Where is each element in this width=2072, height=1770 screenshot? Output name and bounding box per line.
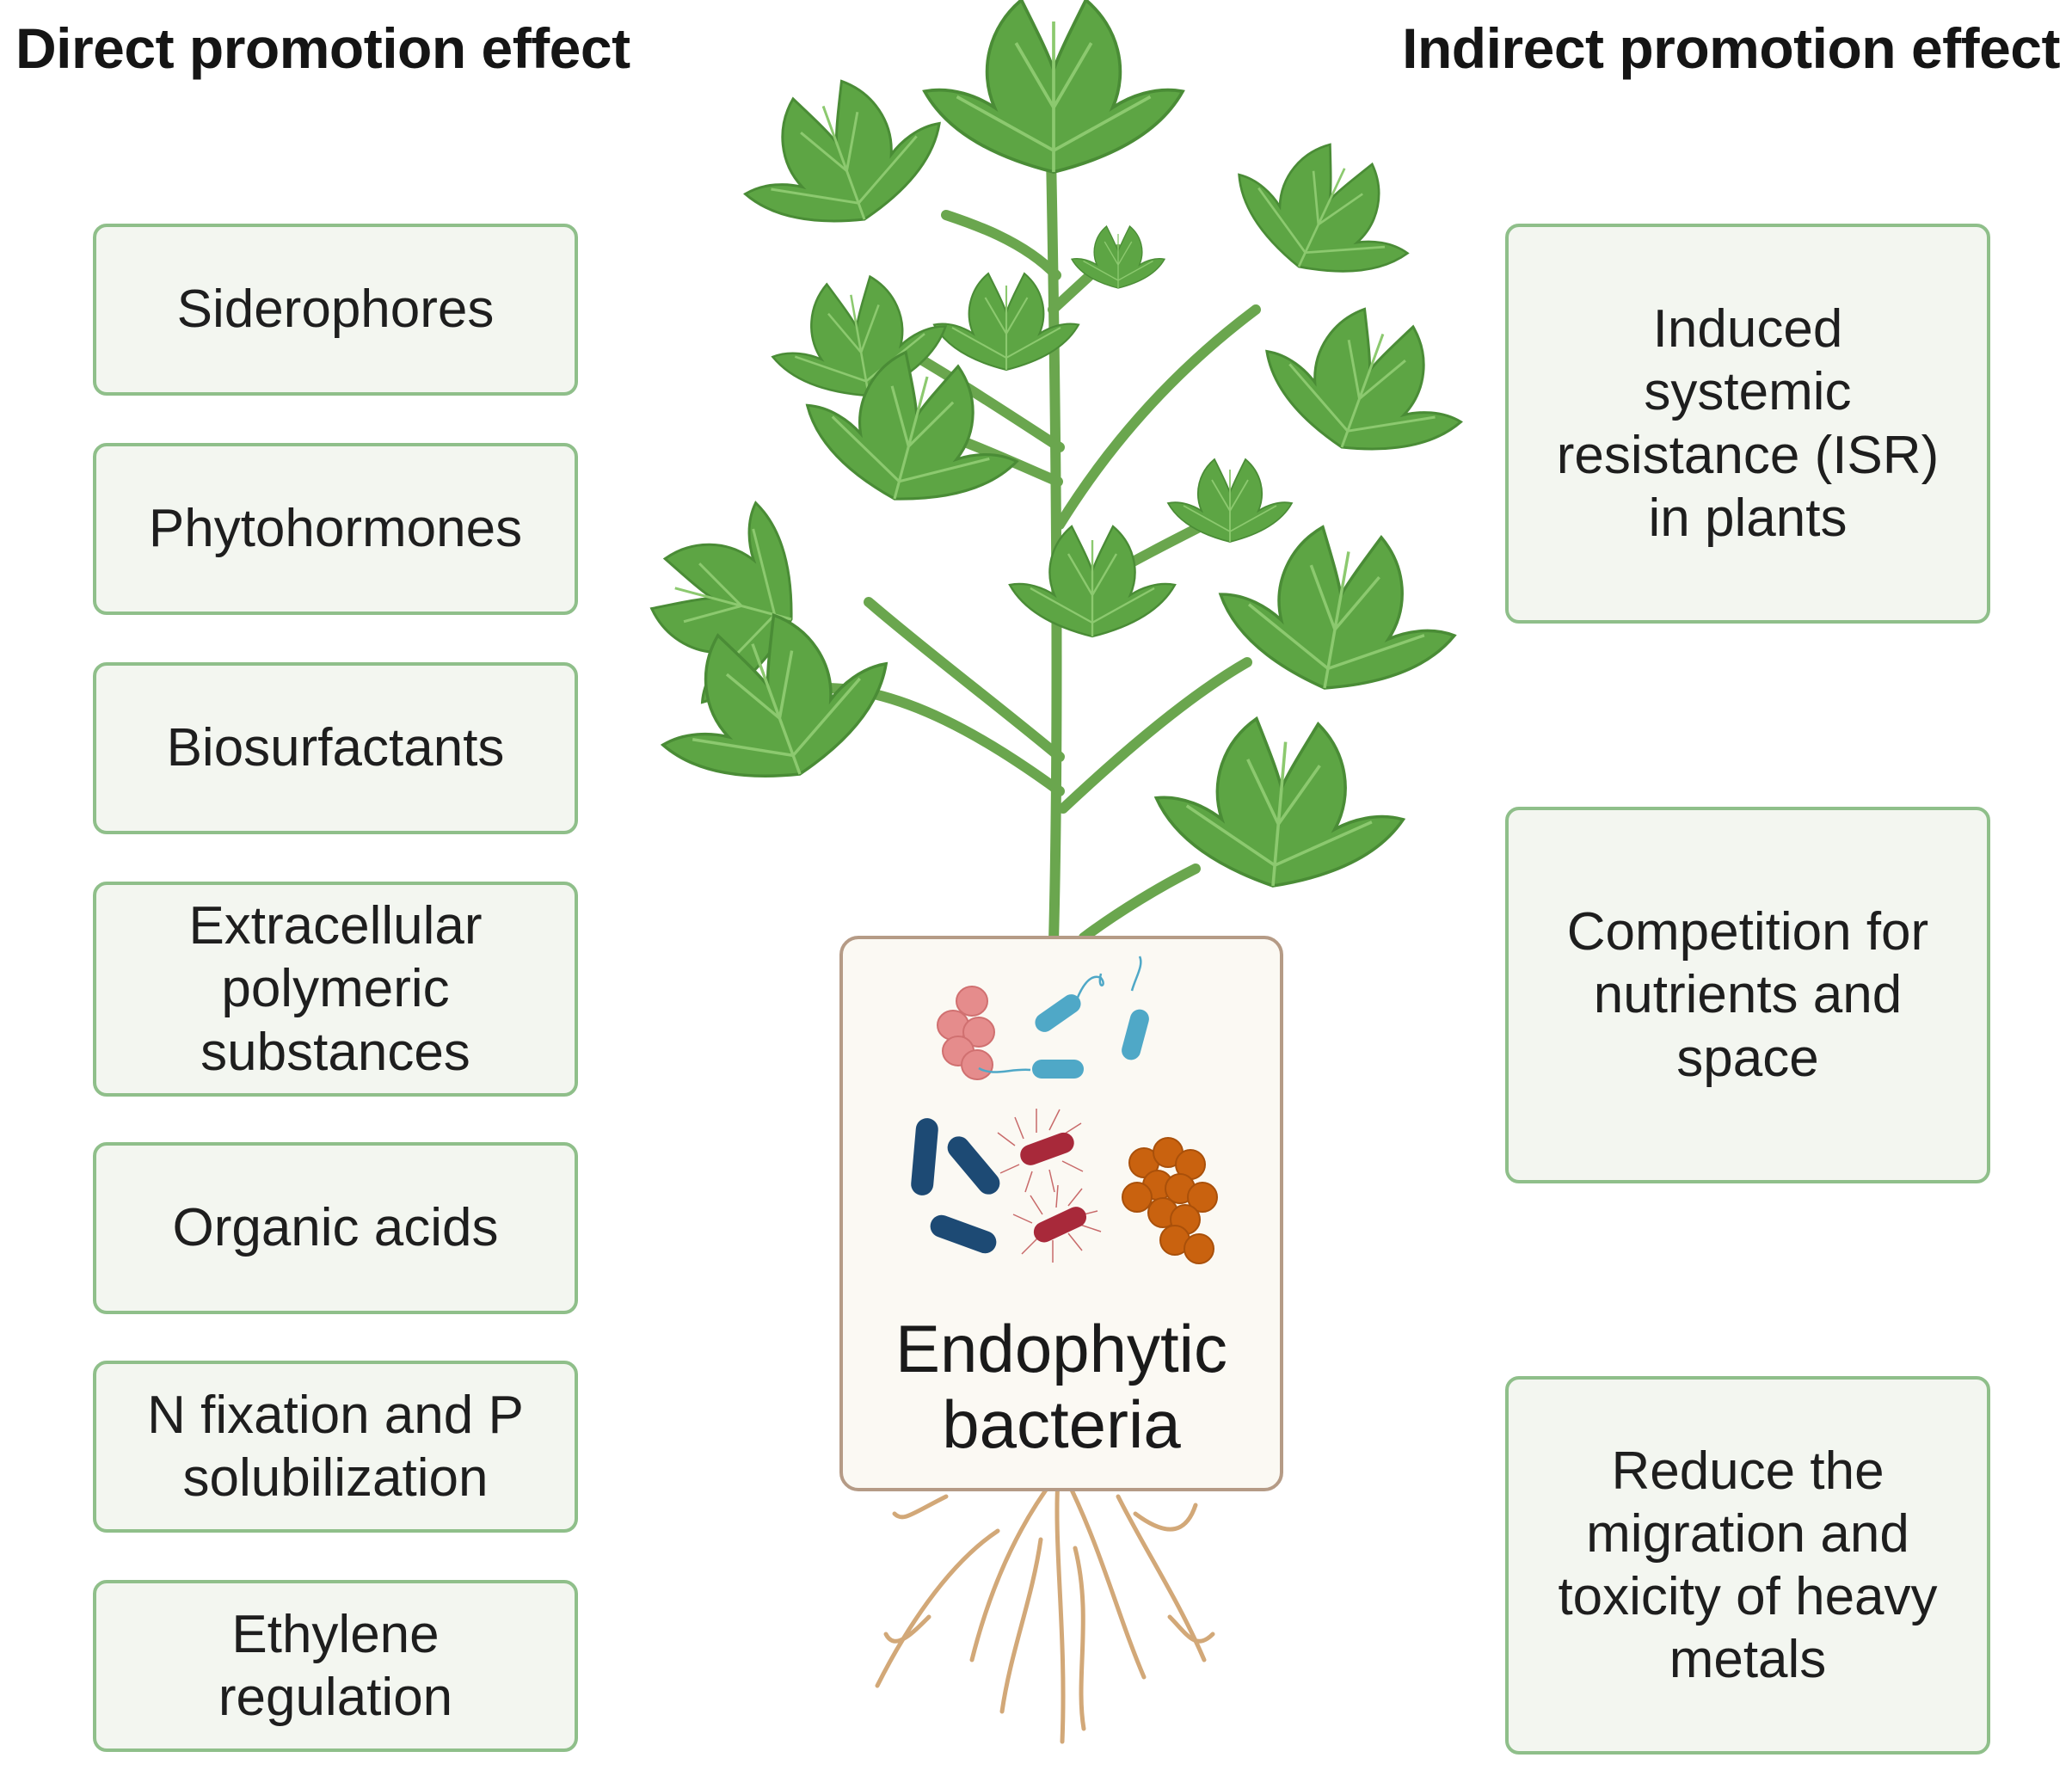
- direct-effect-heading: Direct promotion effect: [15, 16, 630, 80]
- bacteria-illustration: [911, 956, 1218, 1264]
- direct-effect-label: Extracellular polymeric substances: [188, 896, 483, 1082]
- direct-effect-label: Biosurfactants: [166, 718, 505, 778]
- direct-effect-label: N fixation and P solubilization: [147, 1385, 524, 1508]
- indirect-effect-heading: Indirect promotion effect: [1402, 16, 2060, 80]
- indirect-effect-heavy-metals: Reduce the migration and toxicity of hea…: [1505, 1376, 1990, 1755]
- fimbriated-rod-icon: [997, 1109, 1102, 1263]
- flagellated-rod-icon: [978, 956, 1149, 1079]
- direct-effect-biosurfactants: Biosurfactants: [93, 662, 578, 834]
- direct-effect-label: Ethylene regulation: [218, 1604, 453, 1727]
- indirect-effect-isr: Induced systemic resistance (ISR) in pla…: [1505, 224, 1990, 624]
- cocci-cluster-icon: [937, 986, 995, 1080]
- indirect-effect-label: Induced systemic resistance (ISR) in pla…: [1556, 299, 1940, 548]
- roots: [875, 1477, 1215, 1744]
- direct-effect-label: Phytohormones: [148, 499, 523, 559]
- direct-effect-label: Organic acids: [172, 1198, 499, 1258]
- indirect-effect-competition: Competition for nutrients and space: [1505, 807, 1990, 1183]
- direct-effect-phytohormones: Phytohormones: [93, 443, 578, 615]
- dark-rod-icon: [911, 1118, 1000, 1254]
- indirect-effect-label: Competition for nutrients and space: [1566, 902, 1929, 1088]
- direct-effect-n-fixation: N fixation and P solubilization: [93, 1361, 578, 1533]
- center-label: Endophytic bacteria: [895, 1311, 1227, 1463]
- endophytic-bacteria-box: Endophytic bacteria: [839, 936, 1283, 1491]
- staphylococcus-icon: [1122, 1137, 1218, 1264]
- direct-effect-ethylene: Ethylene regulation: [93, 1580, 578, 1752]
- direct-effect-label: Siderophores: [176, 280, 495, 340]
- direct-effect-siderophores: Siderophores: [93, 224, 578, 396]
- indirect-effect-label: Reduce the migration and toxicity of hea…: [1558, 1441, 1938, 1690]
- direct-effect-eps: Extracellular polymeric substances: [93, 882, 578, 1097]
- direct-effect-organic-acids: Organic acids: [93, 1142, 578, 1314]
